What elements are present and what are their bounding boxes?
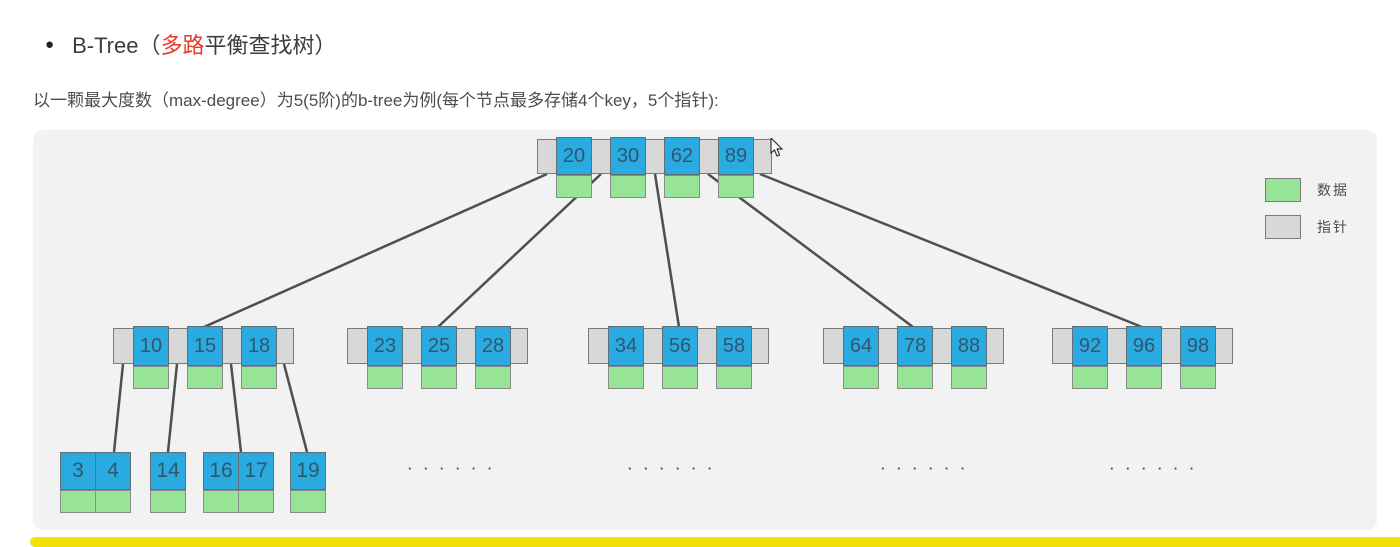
data-cell: [716, 366, 752, 389]
key-cell: 23: [367, 326, 403, 366]
title-highlight: 多路: [160, 33, 205, 58]
key-cell: 3: [60, 452, 96, 490]
data-cell: [203, 490, 239, 513]
key-cell: 4: [95, 452, 131, 490]
data-cell: [475, 366, 511, 389]
bullet-icon: ●: [45, 35, 55, 53]
ellipsis-dots: · · · · · ·: [628, 461, 717, 476]
btree-root-node: 20 30 62 89: [537, 137, 772, 198]
yellow-highlight-bar: [30, 537, 1400, 547]
data-cell: [133, 366, 169, 389]
key-cell: 98: [1180, 326, 1216, 366]
key-cell: 62: [664, 137, 700, 175]
btree-internal-node-4: 64 78 88: [823, 326, 1004, 389]
key-cell: 20: [556, 137, 592, 175]
subtitle-text: 以一颗最大度数（max-degree）为5(5阶)的b-tree为例(每个节点最…: [33, 91, 719, 110]
key-cell: 92: [1072, 326, 1108, 366]
btree-leaf-node-3: 16 17: [203, 452, 274, 513]
key-cell: 14: [150, 452, 186, 490]
data-cell: [556, 175, 592, 198]
legend-row-pointer: 指针: [1265, 215, 1349, 239]
data-cell: [664, 175, 700, 198]
data-cell: [150, 490, 186, 513]
data-cell: [951, 366, 987, 389]
data-cell: [662, 366, 698, 389]
data-cell: [367, 366, 403, 389]
ellipsis-dots: · · · · · ·: [881, 461, 970, 476]
key-cell: 25: [421, 326, 457, 366]
key-cell: 56: [662, 326, 698, 366]
legend-data-swatch: [1265, 178, 1301, 202]
data-cell: [608, 366, 644, 389]
key-cell: 10: [133, 326, 169, 366]
data-cell: [718, 175, 754, 198]
btree-internal-node-1: 10 15 18: [113, 326, 294, 389]
legend-pointer-swatch: [1265, 215, 1301, 239]
data-cell: [421, 366, 457, 389]
btree-leaf-node-1: 3 4: [60, 452, 131, 513]
legend-data-label: 数据: [1317, 182, 1349, 198]
ellipsis-dots: · · · · · ·: [1110, 461, 1199, 476]
key-cell: 15: [187, 326, 223, 366]
data-cell: [843, 366, 879, 389]
key-cell: 17: [238, 452, 274, 490]
key-cell: 16: [203, 452, 239, 490]
data-cell: [897, 366, 933, 389]
key-cell: 30: [610, 137, 646, 175]
key-cell: 28: [475, 326, 511, 366]
btree-leaf-node-4: 19: [290, 452, 326, 513]
data-cell: [95, 490, 131, 513]
page-title: ● B-Tree（多路平衡查找树）: [45, 28, 337, 60]
key-cell: 18: [241, 326, 277, 366]
data-cell: [610, 175, 646, 198]
data-cell: [241, 366, 277, 389]
key-cell: 19: [290, 452, 326, 490]
btree-internal-node-3: 34 56 58: [588, 326, 769, 389]
btree-internal-node-2: 23 25 28: [347, 326, 528, 389]
data-cell: [187, 366, 223, 389]
legend-row-data: 数据: [1265, 178, 1349, 202]
btree-internal-node-5: 92 96 98: [1052, 326, 1233, 389]
data-cell: [1126, 366, 1162, 389]
key-cell: 78: [897, 326, 933, 366]
legend-pointer-label: 指针: [1317, 219, 1349, 235]
data-cell: [60, 490, 96, 513]
key-cell: 64: [843, 326, 879, 366]
key-cell: 34: [608, 326, 644, 366]
title-text: B-Tree（多路平衡查找树）: [72, 33, 337, 58]
data-cell: [290, 490, 326, 513]
key-cell: 88: [951, 326, 987, 366]
data-cell: [1180, 366, 1216, 389]
data-cell: [1072, 366, 1108, 389]
key-cell: 96: [1126, 326, 1162, 366]
data-cell: [238, 490, 274, 513]
ellipsis-dots: · · · · · ·: [408, 461, 497, 476]
key-cell: 58: [716, 326, 752, 366]
btree-leaf-node-2: 14: [150, 452, 186, 513]
legend: 数据 指针: [1265, 178, 1349, 252]
key-cell: 89: [718, 137, 754, 175]
